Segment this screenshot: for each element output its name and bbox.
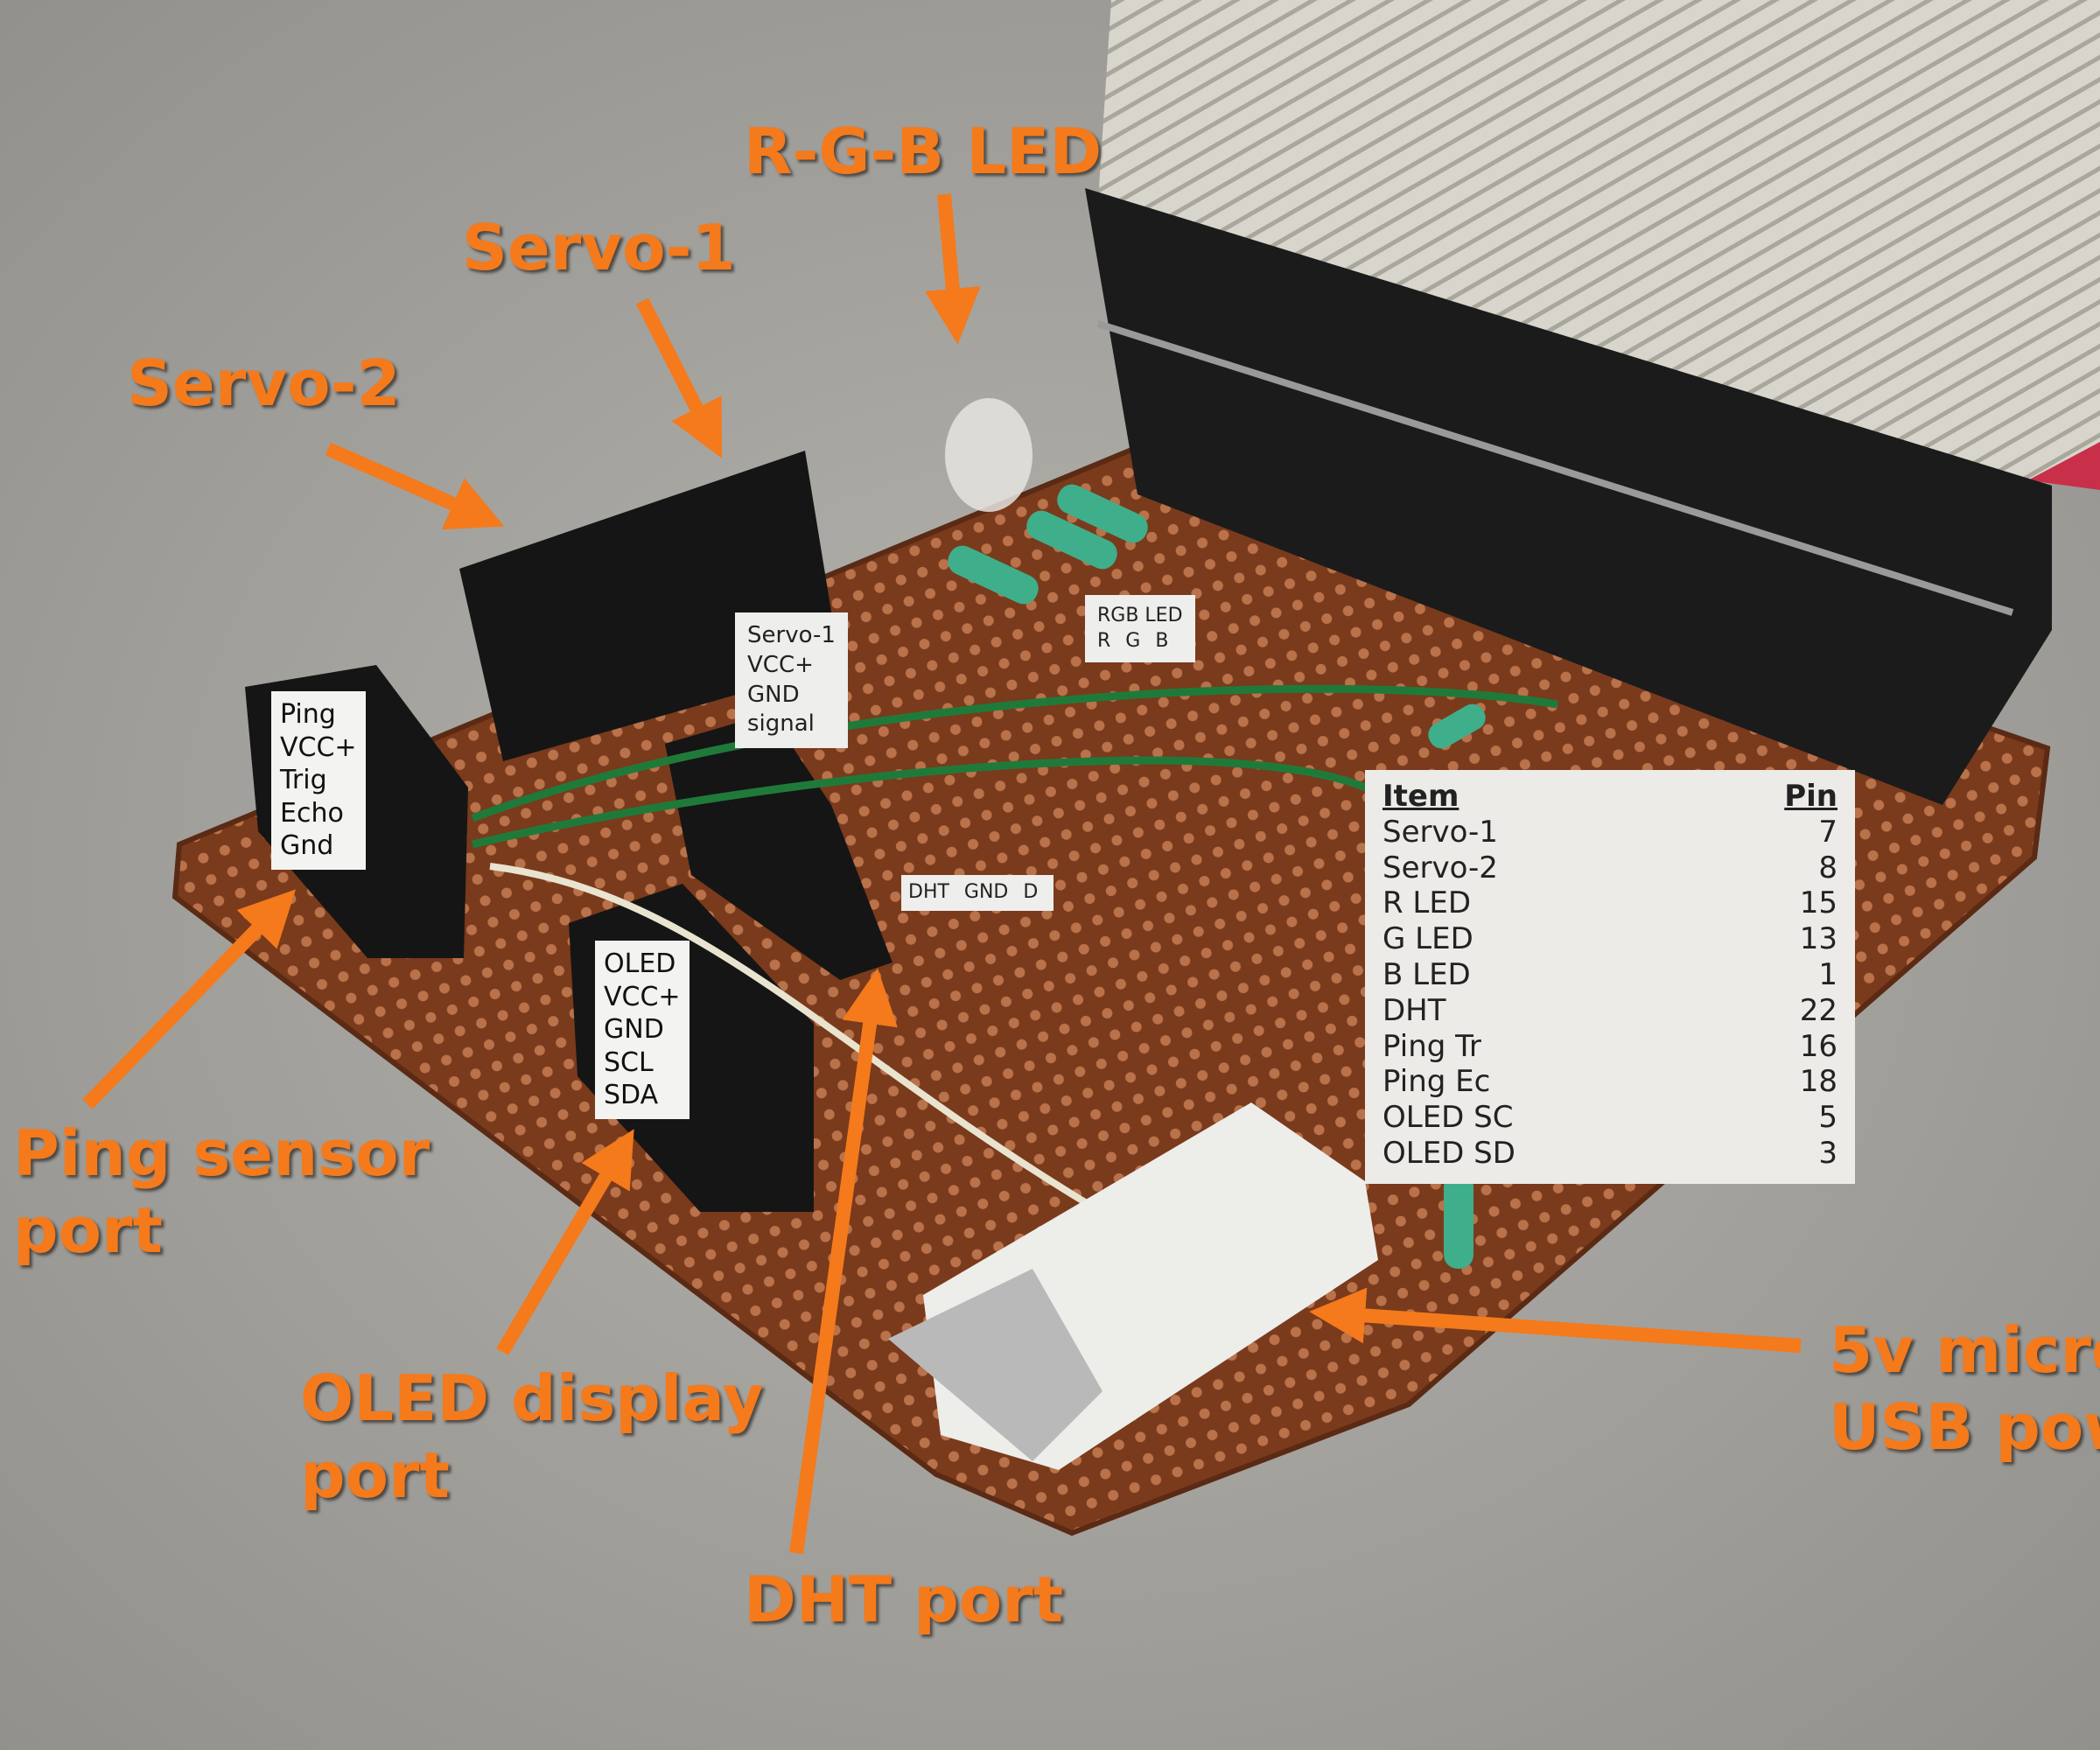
label-text: Trig	[280, 765, 327, 795]
pin-table-row: R LED 15	[1365, 886, 1855, 921]
rgb-led-label: RGB LED R G B	[1085, 595, 1195, 663]
gpio-header-stripe	[1096, 320, 2014, 616]
arrow-usb	[1309, 1287, 1802, 1353]
label-text: SDA	[604, 1080, 659, 1110]
label-text: signal	[747, 710, 815, 738]
jumper-wires	[471, 684, 1558, 849]
callout-rgb-led: R-G-B LED	[744, 115, 1102, 188]
arrow-dht	[789, 968, 898, 1555]
gpio-header	[1085, 188, 2052, 805]
arrow-rgb-led	[924, 193, 981, 345]
arrow-oled	[496, 1129, 634, 1356]
pin-table-row: DHT 22	[1365, 993, 1855, 1029]
label-text: RGB LED	[1097, 605, 1183, 626]
item: Servo-2	[1382, 850, 1498, 886]
pin-table-row: Servo-1 7	[1365, 815, 1855, 850]
callout-line: 5v micro	[1829, 1313, 2100, 1387]
resistors	[948, 484, 1486, 1269]
pin-table-row: Ping Tr 16	[1365, 1029, 1855, 1065]
label-text: G	[1125, 629, 1141, 652]
resistor	[1026, 510, 1117, 570]
arrow-ping	[82, 889, 297, 1110]
ping-header-label: Ping VCC+ Trig Echo Gnd	[271, 691, 366, 870]
resistor	[948, 545, 1039, 605]
pin-table-row: OLED SC 5	[1365, 1100, 1855, 1136]
green-wire	[471, 684, 1558, 822]
item: Ping Tr	[1382, 1028, 1481, 1064]
pin-table-row: G LED 13	[1365, 921, 1855, 957]
servo1-label: Servo-1 VCC+ GND signal	[735, 612, 848, 749]
callout-line: OLED display	[300, 1362, 764, 1435]
item-header: Item	[1382, 779, 1460, 814]
item: R LED	[1382, 886, 1472, 921]
label-text: GND	[963, 881, 1009, 903]
callout-dht-port: DHT port	[744, 1563, 1064, 1636]
resistor	[1057, 484, 1148, 543]
pin-header: Pin	[1784, 779, 1838, 814]
label-text: Servo-1	[747, 622, 836, 648]
pin: 22	[1799, 992, 1838, 1028]
arrow-servo2	[325, 442, 505, 530]
pin: 15	[1799, 886, 1838, 921]
pin-table-row: OLED SD 3	[1365, 1136, 1855, 1172]
label-text: OLED	[604, 948, 676, 979]
callout-servo1: Servo-1	[462, 211, 736, 284]
label-text: VCC+	[604, 981, 681, 1012]
callout-ping-port: Ping sensor port	[13, 1116, 430, 1270]
pin: 3	[1818, 1135, 1838, 1171]
pin: 7	[1818, 814, 1838, 850]
callout-line: port	[300, 1438, 450, 1512]
item: B LED	[1382, 956, 1471, 992]
label-text: R	[1097, 629, 1111, 652]
callout-usb-power: 5v micro USB pow	[1829, 1312, 2100, 1466]
item: OLED SD	[1382, 1135, 1516, 1171]
callout-arrows	[82, 193, 1802, 1555]
label-text: Ping	[280, 699, 336, 730]
pin-table-row: Ping Ec 18	[1365, 1064, 1855, 1100]
arrow-servo1	[635, 298, 723, 458]
label-text: D	[1023, 881, 1039, 903]
label-text: GND	[747, 681, 800, 708]
resistor	[1444, 1172, 1474, 1269]
item: OLED SC	[1382, 1100, 1514, 1136]
callout-line: USB pow	[1829, 1390, 2100, 1464]
label-text: GND	[604, 1014, 664, 1045]
pin: 16	[1799, 1028, 1838, 1064]
label-text: VCC+	[280, 732, 357, 763]
item: DHT	[1382, 992, 1446, 1028]
dht-header	[665, 713, 892, 980]
callout-line: Ping sensor	[13, 1116, 430, 1190]
pin: 18	[1799, 1064, 1838, 1100]
pin: 8	[1818, 850, 1838, 886]
label-text: B	[1155, 629, 1169, 652]
label-text: VCC+	[747, 651, 814, 678]
resistor	[1428, 704, 1486, 749]
rgb-led	[945, 398, 1032, 512]
pin: 1	[1818, 956, 1838, 992]
pin-table-row: B LED 1	[1365, 957, 1855, 993]
callout-oled-port: OLED display port	[300, 1361, 764, 1515]
dht-label: DHT GND D	[901, 875, 1054, 911]
pin: 5	[1818, 1100, 1838, 1136]
item: Servo-1	[1382, 814, 1498, 850]
pin: 13	[1799, 921, 1838, 957]
micro-usb-jack	[888, 1102, 1378, 1470]
callout-servo2: Servo-2	[127, 346, 401, 420]
oled-header-label: OLED VCC+ GND SCL SDA	[595, 941, 690, 1119]
usb-jack-plug	[888, 1269, 1102, 1461]
label-text: Echo	[280, 797, 344, 829]
ribbon-cable	[1098, 0, 2100, 512]
label-text: DHT	[908, 881, 949, 903]
label-text: SCL	[604, 1046, 654, 1078]
label-text: Gnd	[280, 830, 334, 861]
white-wire	[489, 863, 1096, 1211]
pin-table-row: Servo-2 8	[1365, 850, 1855, 886]
callout-line: port	[13, 1193, 163, 1267]
item: Ping Ec	[1382, 1064, 1491, 1100]
green-wire	[471, 756, 1404, 849]
item: G LED	[1382, 921, 1474, 957]
pin-table-header: Item Pin	[1365, 779, 1855, 815]
